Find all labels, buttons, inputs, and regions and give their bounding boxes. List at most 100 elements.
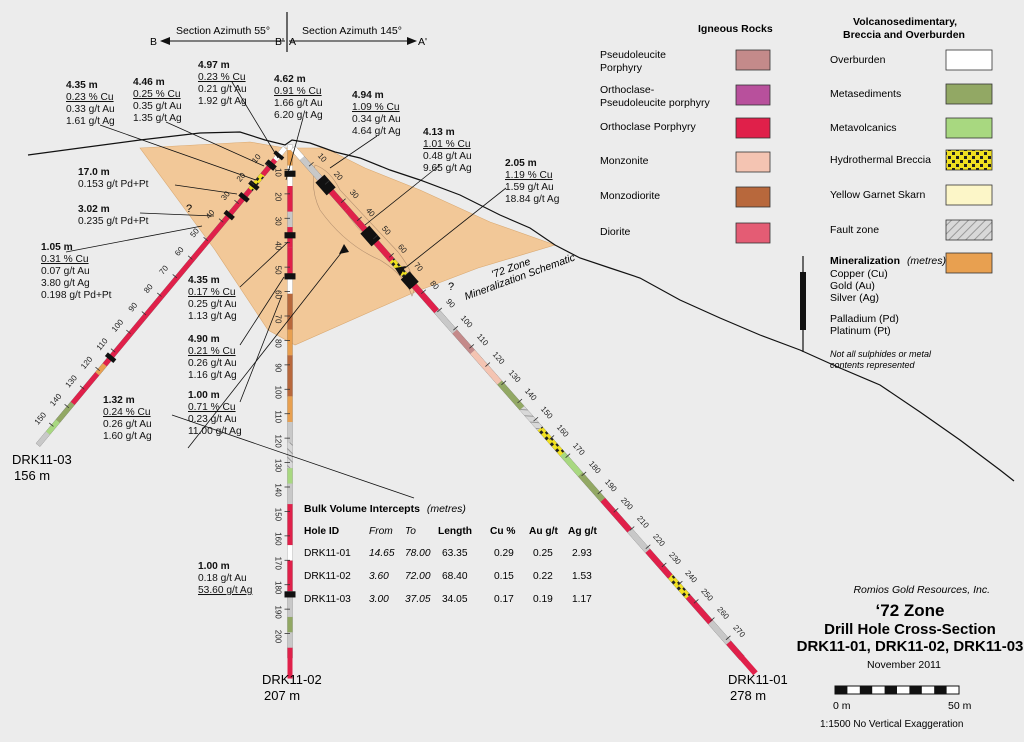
drk11-01-depth-tick [613, 508, 619, 513]
bulk-cell: 14.65 [369, 548, 395, 559]
drk11-01-depth-label: 100 [459, 314, 475, 330]
zone-title: ‘72 Zone [876, 601, 945, 620]
drk11-02-depth-label: 30 [274, 217, 283, 226]
drk11-01-depth-label: 140 [523, 386, 539, 402]
hole-label-drk11-03: DRK11-03 [12, 452, 72, 467]
drk11-03-lithology-segment [36, 431, 50, 447]
title-block: Romios Gold Resources, Inc. ‘72 Zone Dri… [797, 584, 1024, 730]
scale-bar [834, 685, 960, 695]
intercept-grade: 1.66 g/t Au [274, 98, 323, 109]
section-arrowhead-left [160, 37, 170, 45]
intercept-length: 4.94 m [352, 90, 384, 101]
intercept-grade: 0.26 g/t Au [188, 358, 237, 369]
legend-igneous-title: Igneous Rocks [698, 23, 773, 35]
drk11-03-depth-tick [110, 348, 116, 353]
legend-volc-swatch [945, 49, 993, 71]
question-mark-upper: ? [186, 203, 192, 215]
intercept-block: 4.35 m0.23 % Cu0.33 g/t Au1.61 g/t Ag [66, 80, 115, 127]
topography-line [27, 131, 1015, 482]
drk11-02-depth-label: 60 [274, 290, 283, 299]
drk11-01-depth-label: 190 [603, 478, 619, 494]
drk11-02-depth-label: 10 [274, 168, 283, 177]
drk11-02-lithology-segment [287, 591, 293, 617]
legend-volc-title-2: Breccia and Overburden [843, 29, 965, 41]
intercept-grade: 53.60 g/t Ag [198, 585, 253, 596]
drk11-03-depth-tick [187, 255, 193, 260]
drk11-02-depth-label: 170 [274, 557, 283, 571]
legend-igneous-label: Orthoclase Porphyry [600, 121, 696, 133]
bulk-header: Length [438, 526, 472, 537]
scale-note: 1:1500 No Vertical Exaggeration [820, 719, 963, 730]
drk11-02-lithology-segment [287, 422, 293, 443]
bulk-header: From [369, 526, 393, 537]
intercept-grade: 1.59 g/t Au [505, 182, 554, 193]
legend-igneous-swatch [735, 84, 771, 106]
bulk-header: Hole ID [304, 526, 339, 537]
drk11-01-core [290, 145, 758, 676]
intercept-grade: 0.24 % Cu [103, 407, 151, 418]
legend-igneous-swatch [735, 117, 771, 139]
drk11-01-depth-label: 240 [683, 569, 699, 585]
intercept-length: 2.05 m [505, 158, 537, 169]
drk11-01-lithology-segment [537, 426, 565, 456]
intercept-grade: 0.18 g/t Au [198, 573, 247, 584]
legend-metal-gold: Gold (Au) [830, 280, 875, 292]
drill-holes-title: DRK11-01, DRK11-02, DRK11-03 [797, 638, 1024, 655]
drk11-02-depth-label: 80 [274, 339, 283, 348]
bulk-cell: 1.53 [572, 571, 592, 582]
intercept-grade: 1.16 g/t Ag [188, 370, 237, 381]
drk11-01-depth-tick [501, 380, 507, 386]
legend-note-2: contents represented [830, 360, 916, 370]
intercept-grade: 0.21 % Cu [188, 346, 236, 357]
intercept-block: 4.90 m0.21 % Cu0.26 g/t Au1.16 g/t Ag [188, 334, 237, 381]
intercept-grade: 4.64 g/t Ag [352, 126, 401, 137]
drk11-02-depth-label: 140 [274, 483, 283, 497]
intercept-length: 1.00 m [188, 390, 220, 401]
drk11-03-mineralization-bar [273, 150, 285, 161]
intercept-grade: 3.80 g/t Ag [41, 278, 90, 289]
leader-arrowhead [395, 266, 406, 276]
drk11-03-depth-label: 60 [173, 245, 186, 258]
intercept-grade: 0.91 % Cu [274, 86, 322, 97]
intercept-grade: 0.71 % Cu [188, 402, 236, 413]
intercept-grade: 0.25 % Cu [133, 89, 181, 100]
intercept-labels: 4.97 m0.23 % Cu0.21 g/t Au1.92 g/t Ag4.4… [41, 60, 560, 596]
intercept-grade: 0.23 % Cu [66, 92, 114, 103]
drk11-02-depth-label: 150 [274, 508, 283, 522]
drk11-01-depth-label: 220 [651, 532, 667, 548]
scale-right-label: 50 m [948, 700, 972, 712]
intercept-block: 17.0 m0.153 g/t Pd+Pt [78, 167, 149, 190]
intercept-grade: 0.25 g/t Au [188, 299, 237, 310]
drk11-01-lithology-segment [434, 309, 457, 334]
drk11-02-depth-label: 200 [274, 630, 283, 644]
legend-volc-label: Overburden [830, 54, 886, 66]
intercept-length: 4.97 m [198, 60, 230, 71]
drk11-01-depth-tick [661, 562, 667, 568]
intercept-grade: 0.34 g/t Au [352, 114, 401, 125]
drk11-02-depth-label: 180 [274, 581, 283, 595]
section-right-label: Section Azimuth 145° [302, 25, 402, 37]
drk11-01-depth-tick [517, 398, 523, 404]
scale-left-label: 0 m [833, 700, 851, 712]
intercept-grade: 1.35 g/t Ag [133, 113, 182, 124]
question-mark-lower: ? [448, 281, 454, 293]
drk11-03-depth-tick [234, 199, 239, 204]
drk11-01-depth-tick [340, 198, 346, 203]
drk11-01-depth-tick [581, 471, 587, 477]
drk11-01-lithology-segment [560, 452, 583, 477]
drk11-03-depth-label: 100 [110, 317, 126, 333]
bulk-cell: 0.19 [533, 594, 553, 605]
intercept-grade: 0.31 % Cu [41, 254, 89, 265]
drk11-01-depth-tick [388, 253, 394, 258]
drk11-02-lithology-segment [287, 632, 293, 648]
drk11-02-lithology-segment [287, 545, 293, 561]
drk11-01-depth-tick [629, 526, 635, 531]
drk11-03-lithology-segment [260, 158, 278, 177]
legend-mineralization-title-text: Mineralization [830, 255, 900, 267]
drk11-01-depth-tick [372, 234, 378, 240]
drk11-01-lithology-segment [645, 548, 673, 579]
intercept-grade: 0.33 g/t Au [66, 104, 115, 115]
